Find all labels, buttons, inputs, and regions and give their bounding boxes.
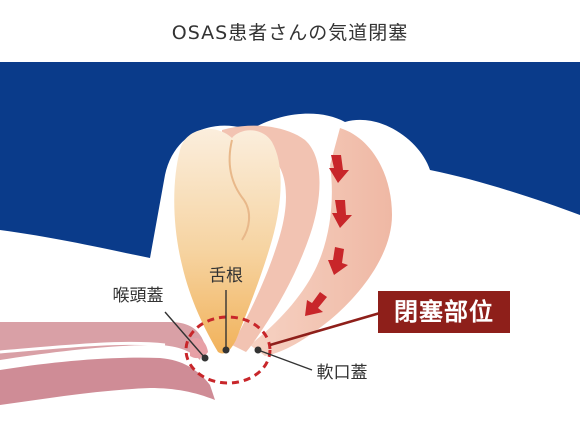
tongue — [174, 128, 281, 354]
down-arrow-icon — [332, 200, 352, 228]
page-title: OSAS患者さんの気道閉塞 — [171, 22, 409, 44]
down-arrow-icon — [329, 155, 349, 183]
tongue-contour — [228, 139, 250, 241]
soft-palate-label: 軟口蓋 — [317, 363, 368, 383]
obstruction-circle — [184, 315, 272, 385]
down-arrow-icon — [305, 292, 327, 316]
obstruction-site-label: 閉塞部位 — [394, 298, 494, 326]
trachea-lower — [0, 357, 215, 405]
soft-palate-tissue — [222, 125, 320, 353]
epiglottis-leader — [164, 311, 206, 359]
epiglottis-label: 喉頭蓋 — [113, 286, 164, 306]
pharynx-tissue — [250, 128, 392, 356]
airflow-arrows — [305, 155, 352, 316]
obstruction-callout — [378, 291, 510, 333]
tongue-root-label: 舌根 — [209, 266, 243, 286]
down-arrow-icon — [328, 247, 348, 275]
trachea-upper — [0, 322, 205, 360]
epiglottis-shape — [190, 338, 208, 359]
trachea-highlight — [0, 341, 166, 354]
callout-pointer — [269, 311, 381, 347]
soft-palate-leader — [257, 349, 313, 371]
